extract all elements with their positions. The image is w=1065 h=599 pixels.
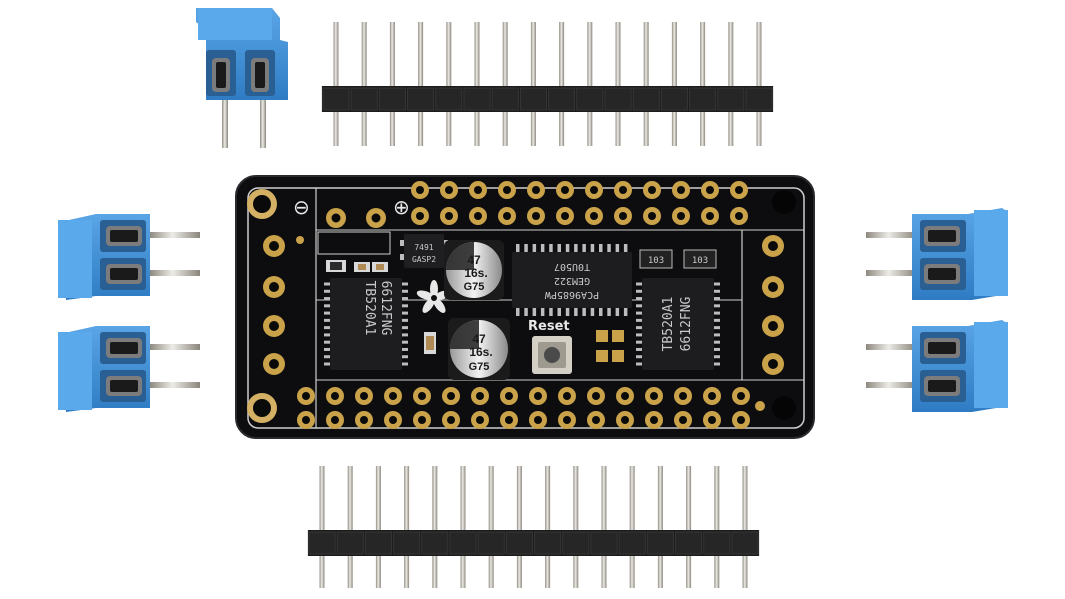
- header-pin: [615, 22, 621, 146]
- header-pin: [460, 466, 466, 588]
- mounting-hole-top-right: [772, 190, 796, 214]
- capacitor-bottom: 47 16s. G75: [448, 318, 510, 380]
- header-pin: [657, 466, 663, 588]
- svg-text:6612FNG: 6612FNG: [679, 296, 694, 351]
- pcb-board: ⊖ ⊕ TB520A1 6612FNG TB520A1 6612FNG: [235, 175, 815, 439]
- motor-driver-chip-right: TB520A1 6612FNG: [636, 278, 720, 370]
- svg-text:G75: G75: [464, 281, 485, 293]
- svg-text:47: 47: [472, 332, 486, 346]
- terminal-block-right-upper: [866, 208, 1008, 300]
- header-pin: [361, 22, 367, 146]
- svg-text:7491: 7491: [414, 243, 433, 252]
- svg-text:TB520A1: TB520A1: [661, 297, 676, 352]
- motor-pads-left: [263, 235, 285, 375]
- header-pin: [446, 22, 452, 146]
- header-pin: [671, 22, 677, 146]
- svg-text:6612FNG: 6612FNG: [378, 281, 393, 336]
- header-pin: [488, 466, 494, 588]
- header-pin: [728, 22, 734, 146]
- svg-text:GEM322: GEM322: [554, 275, 590, 286]
- header-pin: [686, 466, 692, 588]
- header-pin: [333, 22, 339, 146]
- header-pin: [389, 22, 395, 146]
- header-pin: [742, 466, 748, 588]
- header-pin: [375, 466, 381, 588]
- reset-button[interactable]: [532, 336, 572, 374]
- svg-text:103: 103: [648, 256, 664, 266]
- svg-text:47: 47: [467, 253, 481, 267]
- header-pin: [714, 466, 720, 588]
- header-strip-bottom: [307, 466, 760, 588]
- terminal-block-left-upper: [58, 214, 200, 300]
- header-pin: [629, 466, 635, 588]
- svg-text:TB520A1: TB520A1: [362, 281, 377, 336]
- header-pin: [502, 22, 508, 146]
- header-pin: [418, 22, 424, 146]
- svg-text:16s.: 16s.: [469, 345, 492, 359]
- svg-text:GASP2: GASP2: [412, 255, 436, 264]
- header-pads-top: [411, 181, 748, 225]
- header-pin: [601, 466, 607, 588]
- header-pin: [432, 466, 438, 588]
- motor-driver-chip-left: TB520A1 6612FNG: [324, 278, 408, 370]
- header-pin: [516, 466, 522, 588]
- header-pin: [404, 466, 410, 588]
- resistor-array-2: 103: [683, 249, 717, 269]
- header-pin: [319, 466, 325, 588]
- header-pin: [474, 22, 480, 146]
- plus-symbol: ⊕: [393, 195, 410, 219]
- terminal-block-top: [196, 8, 288, 148]
- resistor-array-1: 103: [639, 249, 673, 269]
- header-pin: [559, 22, 565, 146]
- motor-pads-right: [762, 235, 784, 375]
- mounting-hole-bottom-right: [772, 396, 796, 420]
- header-pin: [756, 22, 762, 146]
- header-pin: [347, 466, 353, 588]
- header-strip-top: [321, 22, 774, 146]
- pwm-driver-chip: T0U507 GEM322 PCA9685PW: [512, 244, 632, 316]
- header-pin: [530, 22, 536, 146]
- svg-text:T0U507: T0U507: [554, 261, 590, 272]
- svg-text:PCA9685PW: PCA9685PW: [544, 289, 599, 300]
- svg-text:103: 103: [692, 256, 708, 266]
- regulator-chip: 7491 GASP2: [400, 234, 448, 268]
- svg-text:G75: G75: [469, 361, 490, 373]
- header-pin: [545, 466, 551, 588]
- header-pin: [700, 22, 706, 146]
- reset-label: Reset: [528, 319, 570, 334]
- minus-symbol: ⊖: [293, 195, 310, 219]
- svg-text:16s.: 16s.: [464, 266, 487, 280]
- capacitor-top: 47 16s. G75: [444, 240, 504, 300]
- header-pin: [643, 22, 649, 146]
- header-pads-bottom: [297, 387, 750, 429]
- terminal-block-right-lower: [866, 320, 1008, 412]
- header-pin: [587, 22, 593, 146]
- terminal-block-left-lower: [58, 326, 200, 412]
- header-pin: [573, 466, 579, 588]
